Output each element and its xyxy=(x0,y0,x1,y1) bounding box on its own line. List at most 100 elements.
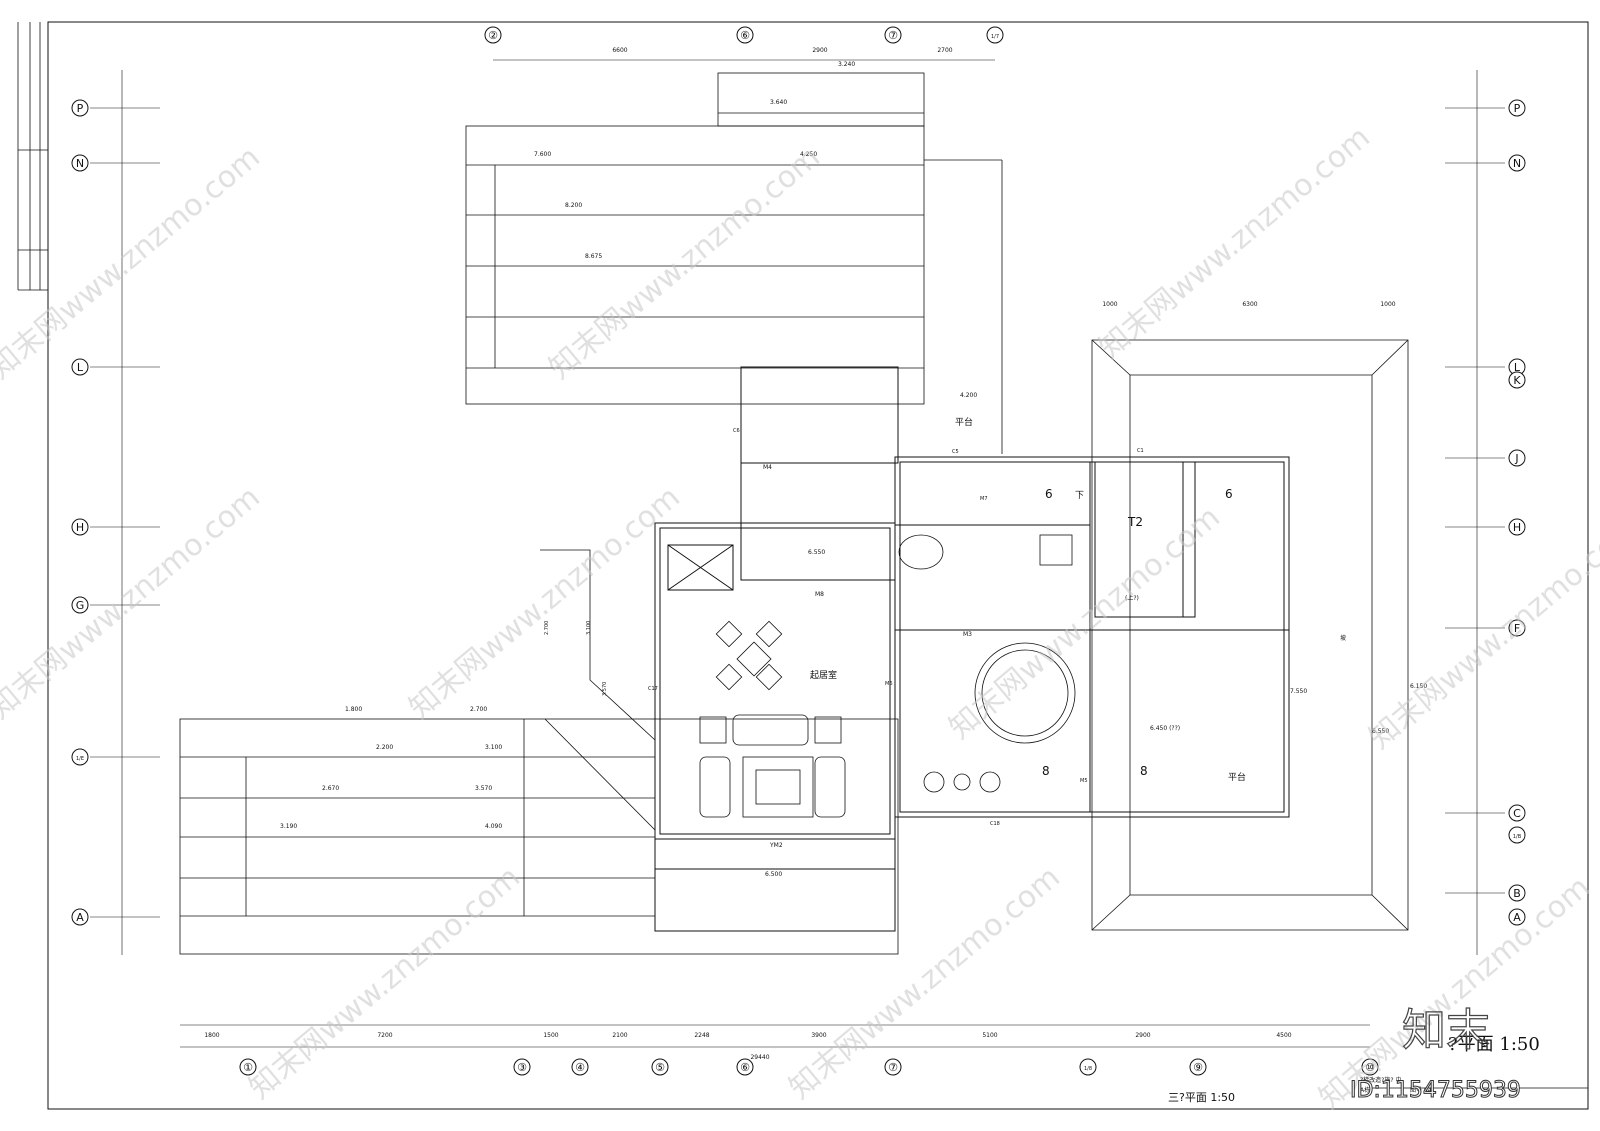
dim-label: 2100 xyxy=(612,1032,627,1039)
watermark: 知末网www.znzmo.com xyxy=(0,480,267,726)
grid-label: H xyxy=(1513,521,1521,534)
watermark: 知末网www.znzmo.com xyxy=(943,500,1227,746)
project-line: ?梯改造?施? 中 xyxy=(1360,1076,1401,1084)
watermark: 知末网www.znzmo.com xyxy=(243,860,527,1106)
dim-label: 6600 xyxy=(612,47,627,54)
slope-label: 坡 xyxy=(1340,634,1346,642)
window-tag: C5 xyxy=(952,449,959,455)
door-tags: M4 M8 M7 M6 M3 YM2 C5 C6 C1 C17 C18 M5 xyxy=(648,428,1144,849)
window-tag: C17 xyxy=(648,686,658,692)
project-line: 图号 04 xyxy=(1410,1087,1432,1094)
elevation: 6.550 xyxy=(1372,728,1389,735)
window-tag: C1 xyxy=(1137,448,1144,454)
elevation: 6.550 xyxy=(808,549,825,556)
grid-label: ⑨ xyxy=(1193,1061,1203,1074)
watermark: 知末网www.znzmo.com xyxy=(1093,120,1377,366)
grid-label: ⑥ xyxy=(740,1061,750,1074)
grid-label: P xyxy=(1514,102,1521,115)
grid-label: K xyxy=(1513,374,1521,387)
drawing-title: 三?平面 1:50 xyxy=(1168,1091,1235,1104)
room-platform: 平台 xyxy=(1228,771,1246,783)
room-platform: 平台 xyxy=(955,416,973,428)
grid-label: J xyxy=(1514,452,1518,465)
watermark: 知末网www.znzmo.com xyxy=(543,140,827,386)
grid-label: L xyxy=(77,361,84,374)
sheet-border xyxy=(47,21,1589,1110)
elevation: 6.450 (??) xyxy=(1150,725,1180,732)
door-tag: YM2 xyxy=(769,842,783,849)
dim-label: 7200 xyxy=(377,1032,392,1039)
grid-label: ① xyxy=(243,1061,253,1074)
grid-label: A xyxy=(76,911,84,924)
roof-upper xyxy=(465,72,1003,454)
watermarks: 知末网www.znzmo.com 知末网www.znzmo.com 知末网www… xyxy=(0,120,1600,1116)
dim-label: 1500 xyxy=(543,1032,558,1039)
door-tag: M3 xyxy=(963,631,972,638)
grid-label: P xyxy=(77,102,84,115)
grid-label: ⑤ xyxy=(655,1061,665,1074)
elevation: 7.550 xyxy=(1290,688,1307,695)
grid-bubbles-bottom: ① ③ ④ ⑤ ⑥ ⑦ 1/8 ⑨ ⑩ xyxy=(239,1058,1379,1076)
grid-bubbles-left: P N L H G 1/E A xyxy=(71,99,89,926)
grid-label: ⑦ xyxy=(888,29,898,42)
elevation: 2.200 xyxy=(376,744,393,751)
grid-label: 1/8 xyxy=(1084,1066,1092,1072)
room-number: 8 xyxy=(1042,764,1050,778)
elevation: 8.675 xyxy=(585,253,602,260)
elevation: 4.250 xyxy=(800,151,817,158)
grid-lines xyxy=(90,59,1505,1048)
door-tag: M5 xyxy=(1080,778,1088,784)
dim-label: 2700 xyxy=(937,47,952,54)
roof-right xyxy=(1091,339,1409,931)
grid-label: B xyxy=(1513,887,1521,900)
elevation: 2.700 xyxy=(544,621,550,635)
grid-label: N xyxy=(1513,157,1521,170)
elevation: 8.200 xyxy=(565,202,582,209)
elevation: 7.600 xyxy=(534,151,551,158)
elevation: 1.800 xyxy=(345,706,362,713)
watermark: 知末网www.znzmo.com xyxy=(403,480,687,726)
dim-total: 29440 xyxy=(750,1054,769,1061)
elevation-marks: 3.240 3.640 4.250 7.600 8.200 8.675 4.20… xyxy=(280,61,1427,878)
grid-label: ⑩ xyxy=(1365,1061,1375,1074)
elevation: 3.640 xyxy=(770,99,787,106)
image-id: ID:1154755939 xyxy=(1350,1078,1521,1103)
dim-label: 1000 xyxy=(1380,301,1395,308)
roof-lower-left xyxy=(179,549,899,955)
brand-logo: 知末 xyxy=(1402,1005,1490,1056)
grid-label: ⑦ xyxy=(888,1061,898,1074)
title-block: ?平面 1:50 三?平面 1:50 ?梯改造?施? 中 A栋 图号 04 知末… xyxy=(1168,1004,1588,1104)
elevation: 6.500 xyxy=(765,871,782,878)
dimensions: 6600 2900 2700 1800 7200 1500 2100 2248 … xyxy=(204,47,1395,1061)
elevation: 6.150 xyxy=(1410,683,1427,690)
grid-bubbles-right: P N L K J H F C 1/B B A xyxy=(1508,99,1526,926)
grid-label: C xyxy=(1513,807,1521,820)
dim-label: 5100 xyxy=(982,1032,997,1039)
room-living: 起居室 xyxy=(810,669,837,681)
room-number: 6 xyxy=(1225,487,1233,501)
elevation: 4.090 xyxy=(485,823,502,830)
grid-label: ⑥ xyxy=(740,29,750,42)
furniture xyxy=(699,534,1076,818)
elevation: 3.190 xyxy=(280,823,297,830)
grid-label: F xyxy=(1514,622,1520,635)
dim-label: 1800 xyxy=(204,1032,219,1039)
dim-label: 3900 xyxy=(811,1032,826,1039)
grid-label: 1/B xyxy=(1513,834,1522,840)
grid-label: ④ xyxy=(575,1061,585,1074)
elevation: 2.700 xyxy=(470,706,487,713)
round-bed xyxy=(974,642,1076,744)
elevation: 3.570 xyxy=(602,682,608,696)
elevation: 2.670 xyxy=(322,785,339,792)
door-tag: M4 xyxy=(763,464,772,471)
watermark: 知末网www.znzmo.com xyxy=(783,860,1067,1106)
window-tag: C6 xyxy=(733,428,740,434)
dim-label: 6300 xyxy=(1242,301,1257,308)
stair-up: (上?) xyxy=(1125,594,1139,602)
room-stair: T2 xyxy=(1127,515,1143,529)
grid-label: G xyxy=(76,599,85,612)
door-tag: M6 xyxy=(885,681,893,687)
dim-label: 2900 xyxy=(812,47,827,54)
grid-label: 1/7 xyxy=(991,34,999,40)
